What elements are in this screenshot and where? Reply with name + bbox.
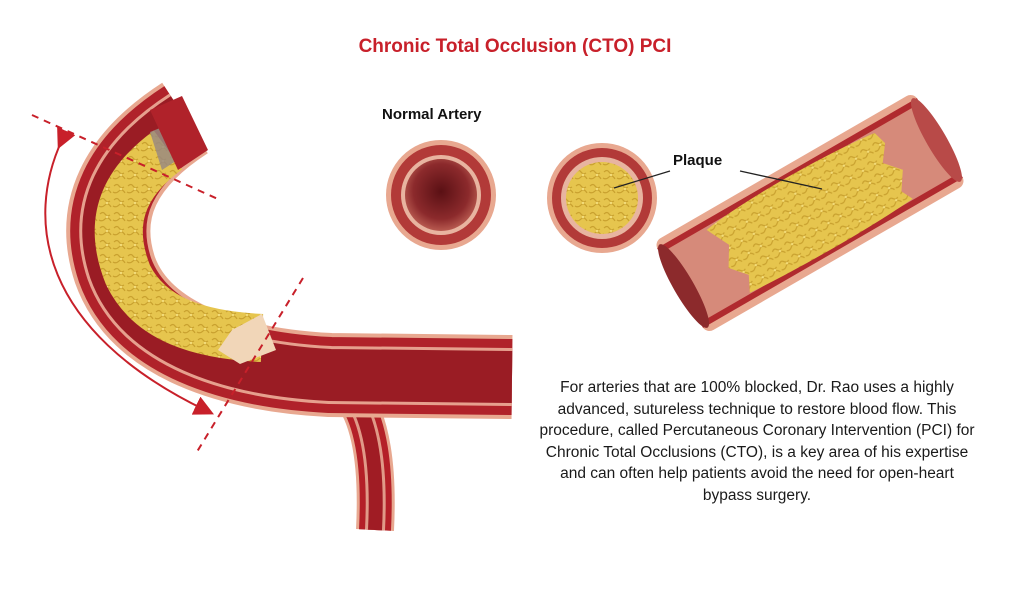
- plaque-leader-line-1: [613, 170, 671, 189]
- distal-cut-line: [194, 277, 304, 456]
- page-title: Chronic Total Occlusion (CTO) PCI: [358, 36, 672, 57]
- description-text: For arteries that are 100% blocked, Dr. …: [539, 379, 975, 504]
- longitudinal-blocked-artery: [656, 95, 964, 331]
- longitudinal-plaque: [706, 132, 913, 293]
- plaque-leader-line-2: [739, 170, 823, 190]
- plaque-fill: [566, 162, 638, 234]
- occlusion-plaque: [94, 130, 264, 362]
- plaque-cap: [218, 314, 276, 364]
- normal-artery-label: Normal Artery: [382, 106, 482, 123]
- occlusion-length-arrow: [44, 126, 214, 415]
- normal-lumen: [405, 159, 477, 231]
- plaque-label: Plaque: [673, 152, 723, 169]
- blocked-artery-cross-section: [547, 143, 657, 253]
- normal-artery-cross-section: [386, 140, 496, 250]
